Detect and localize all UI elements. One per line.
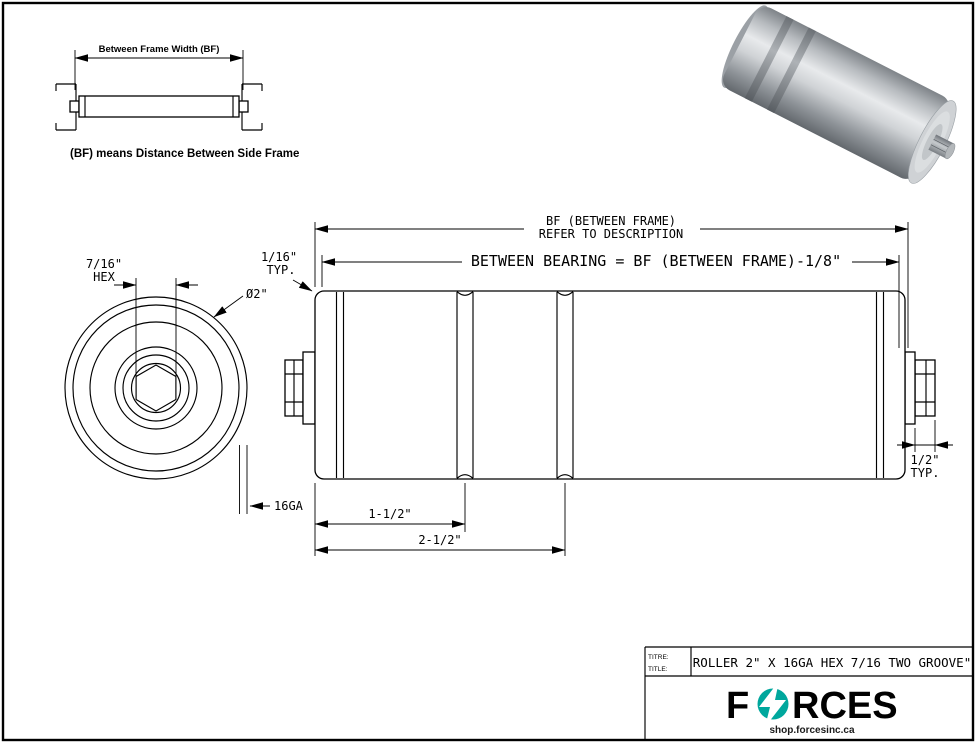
groove1-dim-label: 1-1/2" xyxy=(368,507,411,521)
forces-logo: F RCES shop.forcesinc.ca xyxy=(726,681,898,736)
render-groove-1 xyxy=(744,16,794,102)
right-shaft xyxy=(904,351,936,425)
left-shaft xyxy=(284,351,316,425)
bf-inset-diagram: Between Frame Width (BF) (BF) means Dist… xyxy=(55,44,299,160)
groove-1 xyxy=(456,291,474,479)
hex-bore xyxy=(135,364,177,412)
groove-2 xyxy=(556,291,574,479)
gauge-dimension: 16GA xyxy=(239,445,304,514)
gauge-label: 16GA xyxy=(274,499,304,513)
typ116-word: TYP. xyxy=(267,263,296,277)
title-block: TITRE: TITLE: ROLLER 2" X 16GA HEX 7/16 … xyxy=(644,646,973,740)
roller-3d-render xyxy=(721,5,957,184)
between-bearing-dimension: BETWEEN BEARING = BF (BETWEEN FRAME)-1/8… xyxy=(321,252,900,348)
tube-outer-circle xyxy=(64,296,248,480)
title-label: TITLE: xyxy=(648,666,668,673)
roller-side-view: BF (BETWEEN FRAME) REFER TO DESCRIPTION … xyxy=(261,214,953,556)
titre-label: TITRE: xyxy=(648,654,669,661)
lightning-bolt-icon xyxy=(759,681,786,727)
typ116-value: 1/16" xyxy=(261,250,297,264)
groove2-dim-label: 2-1/2" xyxy=(418,533,461,547)
groove1-dimension: 1-1/2" xyxy=(314,483,466,556)
typ12-value: 1/2" xyxy=(911,453,940,467)
diameter-dimension: Ø2" xyxy=(213,287,268,318)
bf-dimension: BF (BETWEEN FRAME) REFER TO DESCRIPTION xyxy=(314,214,909,348)
hex-dimension: 7/16" HEX xyxy=(86,257,198,376)
between-bearing-label: BETWEEN BEARING = BF (BETWEEN FRAME)-1/8… xyxy=(471,252,841,270)
groove2-dimension: 2-1/2" xyxy=(314,483,566,556)
typ12-word: TYP. xyxy=(911,466,940,480)
render-groove-2 xyxy=(767,27,816,114)
drawing-title: ROLLER 2" X 16GA HEX 7/16 TWO GROOVE" xyxy=(693,655,971,670)
bf-dim-line1: BF (BETWEEN FRAME) xyxy=(546,214,676,228)
diameter-label: Ø2" xyxy=(246,287,268,301)
tube-inner-circle xyxy=(72,304,240,472)
logo-rces: RCES xyxy=(792,685,898,727)
inset-caption: (BF) means Distance Between Side Frame xyxy=(70,148,299,160)
logo-url: shop.forcesinc.ca xyxy=(769,725,854,736)
logo-f: F xyxy=(726,685,749,727)
typ-12-dimension: 1/2" TYP. xyxy=(897,420,953,480)
inset-roller xyxy=(69,95,249,118)
typ-116-label: 1/16" TYP. xyxy=(261,250,313,292)
hex-dim-value: 7/16" xyxy=(86,257,122,271)
roller-end-view: 7/16" HEX Ø2" 16GA xyxy=(64,257,304,514)
bf-dim-line2: REFER TO DESCRIPTION xyxy=(539,227,684,241)
hex-bore-circle xyxy=(130,362,182,414)
roller-body xyxy=(314,290,906,480)
inset-dim-label: Between Frame Width (BF) xyxy=(99,44,220,55)
hex-dim-word: HEX xyxy=(93,270,115,284)
